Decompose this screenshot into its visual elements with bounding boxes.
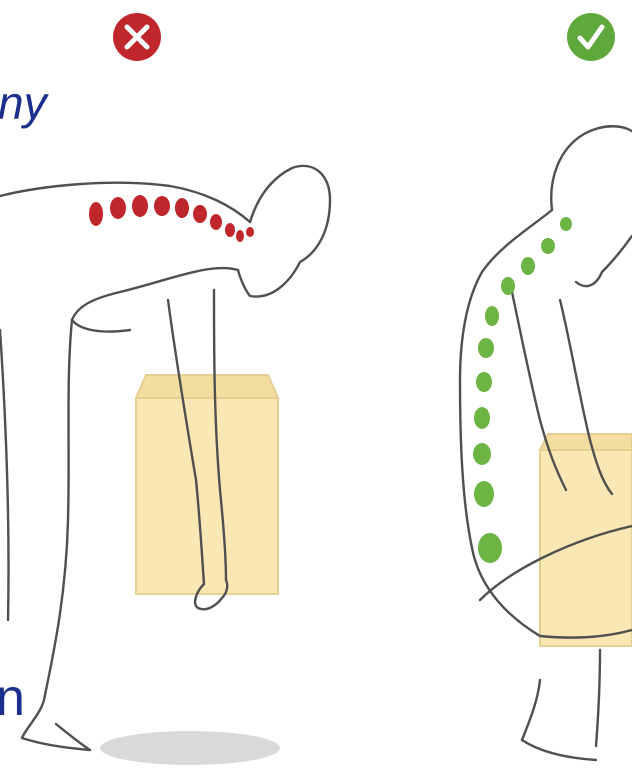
right-marker <box>567 13 615 61</box>
floor-shadow <box>100 731 280 765</box>
incorrect-lifting-figure <box>0 166 330 765</box>
wrong-marker <box>113 13 161 61</box>
cardboard-box-left <box>136 375 278 594</box>
cropped-text-top: ny <box>0 80 47 126</box>
spine-dots-bad <box>89 195 254 242</box>
cropped-text-bottom: n <box>0 672 25 724</box>
correct-lifting-figure <box>460 126 632 760</box>
